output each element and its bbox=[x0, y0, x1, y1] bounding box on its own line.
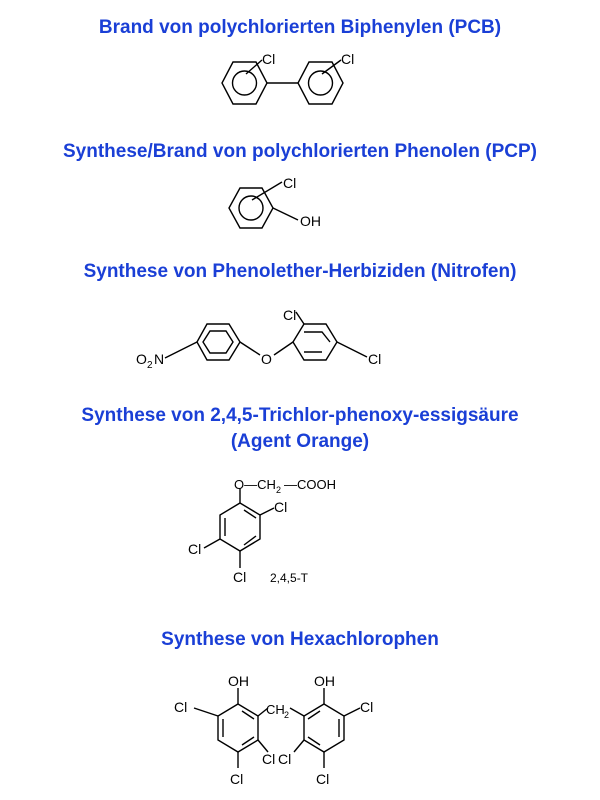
hexa-ch2-sub: 2 bbox=[284, 710, 289, 720]
structure-agent-orange: O—CH 2 —COOH Cl Cl Cl 2,4,5-T bbox=[188, 477, 336, 585]
agent-orange-cl-left: Cl bbox=[188, 541, 201, 557]
nitrofen-cl-right: Cl bbox=[368, 351, 381, 367]
nitrofen-ether-o: O bbox=[261, 351, 272, 367]
pcp-cl: Cl bbox=[283, 175, 296, 191]
pcb-cl-right: Cl bbox=[341, 51, 354, 67]
heading-nitrofen: Synthese von Phenolether-Herbiziden (Nit… bbox=[83, 261, 517, 282]
heading-pcb: Brand von polychlorierten Biphenylen (PC… bbox=[98, 17, 502, 38]
agent-orange-chain-end: —COOH bbox=[284, 477, 336, 492]
nitrofen-o2n-n: N bbox=[154, 351, 164, 367]
hexa-oh-left: OH bbox=[228, 673, 249, 689]
hexa-ch2: CH bbox=[266, 702, 285, 717]
structure-hexachlorophen: OH OH CH 2 Cl Cl Cl Cl Cl Cl bbox=[174, 673, 373, 787]
agent-orange-label: 2,4,5-T bbox=[270, 571, 309, 585]
hexa-cl-inner-left: Cl bbox=[262, 751, 275, 767]
hexa-cl-inner-right: Cl bbox=[278, 751, 291, 767]
pcb-cl-left: Cl bbox=[262, 51, 275, 67]
structure-pcp: Cl OH bbox=[228, 175, 321, 229]
hexa-cl-far-right: Cl bbox=[360, 699, 373, 715]
heading-agent-orange-line2: (Agent Orange) bbox=[230, 431, 370, 452]
heading-pcp: Synthese/Brand von polychlorierten Pheno… bbox=[62, 141, 538, 162]
hexa-oh-right: OH bbox=[314, 673, 335, 689]
heading-hexachlorophen: Synthese von Hexachlorophen bbox=[161, 629, 439, 650]
pcp-oh: OH bbox=[300, 213, 321, 229]
agent-orange-cl-bottom: Cl bbox=[233, 569, 246, 585]
agent-orange-chain-sub: 2 bbox=[276, 485, 281, 495]
hexa-cl-bottom-left: Cl bbox=[230, 771, 243, 787]
agent-orange-chain: O—CH bbox=[234, 477, 276, 492]
heading-agent-orange-line1: Synthese von 2,4,5-Trichlor-phenoxy-essi… bbox=[81, 405, 519, 426]
nitrofen-o2n-sub: 2 bbox=[147, 360, 153, 371]
nitrofen-cl-top: Cl bbox=[283, 307, 296, 323]
hexa-cl-far-left: Cl bbox=[174, 699, 187, 715]
structure-nitrofen: O 2 N O Cl Cl bbox=[136, 307, 381, 371]
agent-orange-cl-right: Cl bbox=[274, 499, 287, 515]
nitrofen-o2n-o: O bbox=[136, 351, 147, 367]
hexa-cl-bottom-right: Cl bbox=[316, 771, 329, 787]
structure-pcb: Cl Cl bbox=[221, 51, 354, 105]
